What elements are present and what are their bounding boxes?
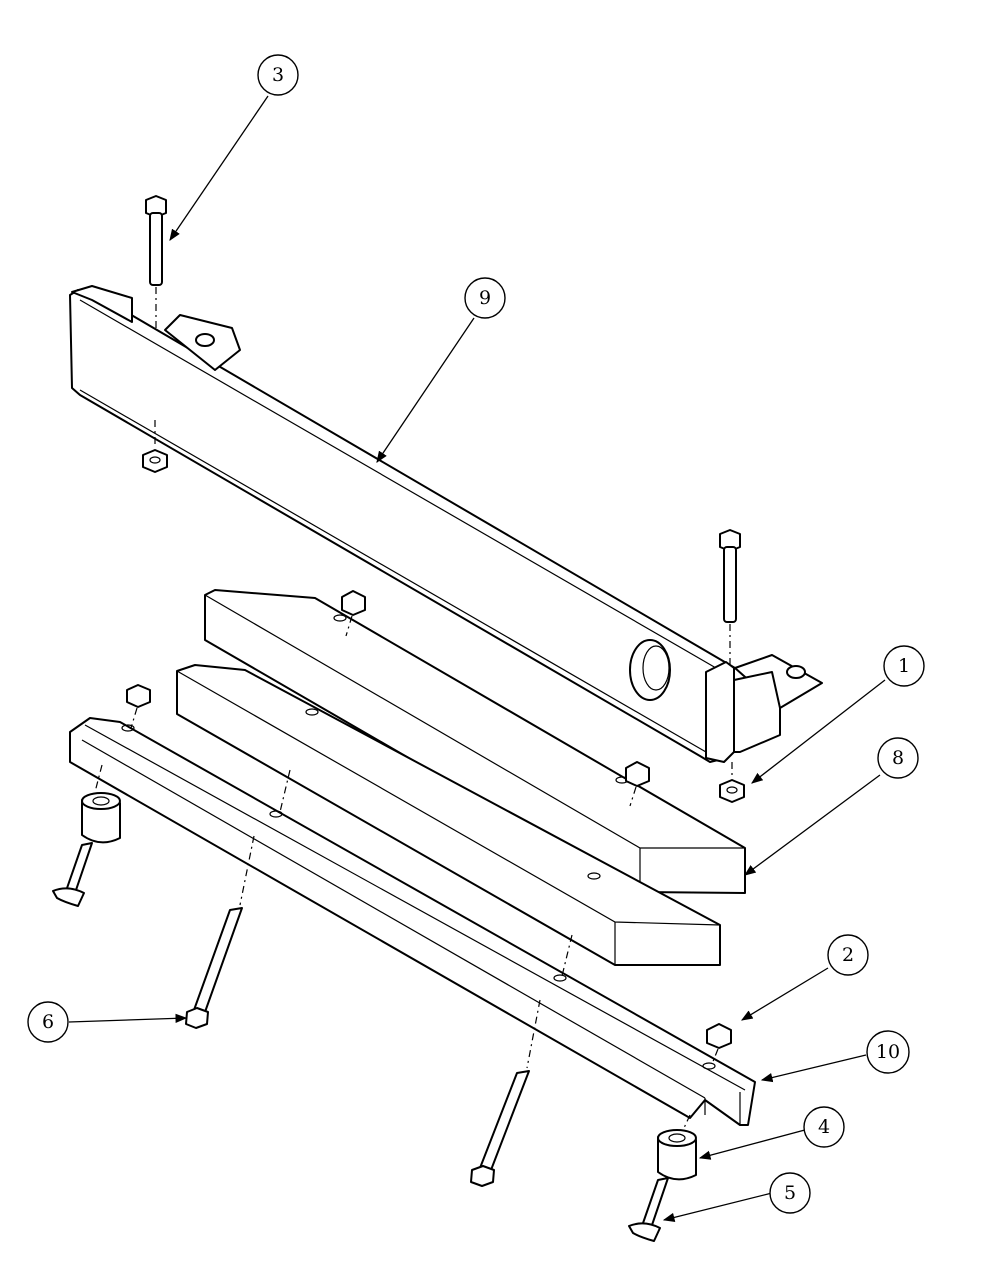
nut-channel-left: [126, 684, 151, 729]
channel-part-10: [69, 717, 756, 1126]
spacer-part-4-left: [81, 764, 121, 844]
callout-4-label: 4: [818, 1116, 830, 1138]
callout-2: 2: [827, 934, 869, 976]
bracket-part-9: [69, 285, 823, 763]
nut-upper-pad-right: [625, 761, 650, 807]
callout-6-label: 6: [42, 1011, 54, 1033]
bolt-part-6-right: [470, 999, 541, 1187]
callout-4: 4: [803, 1106, 845, 1148]
callout-3: 3: [257, 54, 299, 96]
spacer-part-4-right: [657, 1114, 697, 1181]
callout-6: 6: [27, 1001, 69, 1043]
callout-2-label: 2: [842, 944, 854, 966]
pad-part-8-lower: [176, 664, 721, 966]
nut-upper-pad: [341, 590, 366, 637]
callout-5: 5: [769, 1172, 811, 1214]
callout-1-label: 1: [898, 655, 910, 677]
screw-part-5-left: [52, 842, 93, 907]
nut-part-2: [706, 1023, 732, 1065]
callout-1: 1: [883, 645, 925, 687]
callout-8-label: 8: [892, 747, 904, 769]
callout-9-label: 9: [479, 287, 491, 309]
callout-10: 10: [866, 1030, 910, 1074]
callout-5-label: 5: [784, 1182, 796, 1204]
screw-part-5-right: [628, 1177, 669, 1242]
bolt-part-3-left: [145, 195, 167, 330]
callout-8: 8: [877, 737, 919, 779]
callout-3-label: 3: [272, 64, 284, 86]
callout-10-label: 10: [876, 1041, 900, 1063]
callout-9: 9: [464, 277, 506, 319]
nut-part-1-right: [719, 762, 745, 803]
bolt-part-3-right: [719, 529, 741, 665]
bolt-part-6-left: [185, 835, 255, 1029]
nut-part-1-left: [142, 420, 168, 473]
leaders: [68, 95, 886, 1222]
